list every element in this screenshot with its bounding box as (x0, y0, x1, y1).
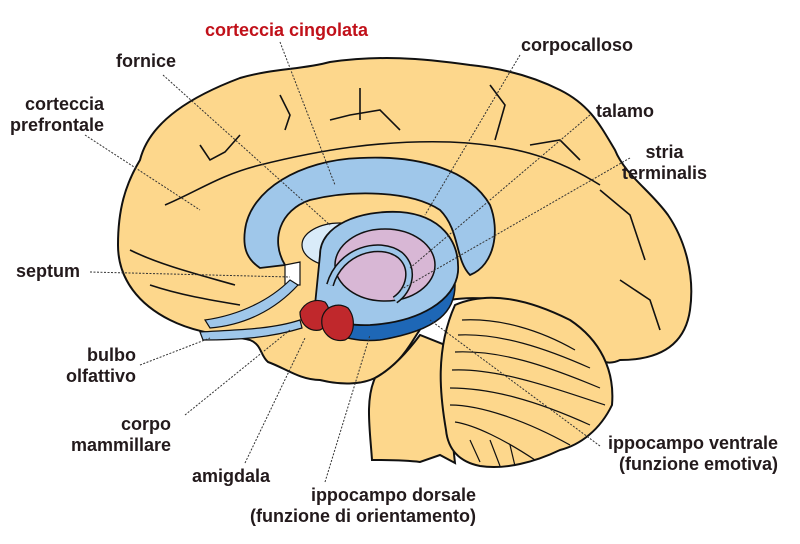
label-talamo: talamo (596, 101, 655, 121)
leader-lines (84, 41, 631, 483)
label-corpocalloso: corpocalloso (521, 35, 634, 55)
cortical-sulci (129, 84, 661, 331)
label-corpo-mammillare: corpo mammillare (71, 414, 172, 455)
brainstem (368, 333, 457, 465)
label-stria-terminalis: stria terminalis (622, 142, 708, 183)
septum (284, 261, 301, 286)
amygdala-2 (321, 304, 354, 342)
thalamus (334, 228, 436, 302)
label-corteccia-prefrontale: corteccia prefrontale (10, 94, 105, 135)
label-bulbo-olfattivo: bulbo olfattivo (66, 345, 136, 386)
label-fornice: fornice (116, 51, 177, 71)
label-amigdala: amigdala (192, 466, 271, 486)
olfactory-bulb (199, 319, 303, 341)
cerebellum-folia (449, 319, 606, 467)
olfactory-tract (204, 279, 299, 329)
corpus-callosum (243, 156, 496, 277)
cerebellum (439, 296, 614, 469)
label-septum: septum (16, 261, 81, 281)
label-ippocampo-ventrale: ippocampo ventrale (funzione emotiva) (608, 433, 779, 474)
label-corteccia-cingolata: corteccia cingolata (205, 20, 369, 40)
label-ippocampo-dorsale: ippocampo dorsale (funzione di orientame… (250, 485, 476, 526)
